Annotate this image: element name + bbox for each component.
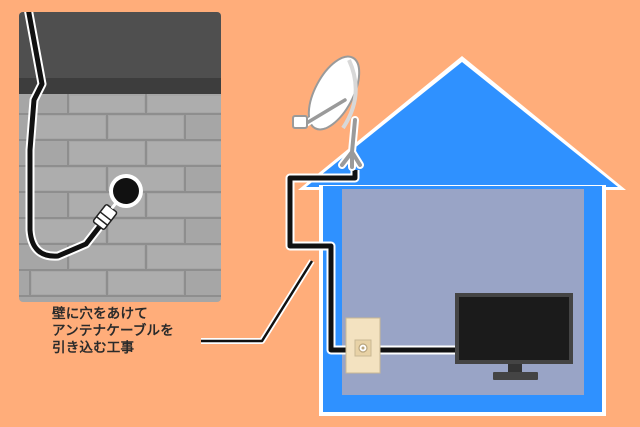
roof-eave: [19, 12, 221, 78]
house-cable: [287, 170, 455, 353]
television-icon: [455, 293, 573, 380]
callout-line: [201, 260, 314, 343]
cable-inset: [25, 12, 103, 259]
roof: [306, 62, 618, 187]
brick-faces: [32, 96, 221, 294]
caption-line-2: アンテナケーブルを: [52, 323, 174, 339]
tv-stand-neck: [508, 364, 522, 373]
wall-closeup-inset: [19, 12, 221, 302]
eave-shadow: [19, 78, 221, 94]
caption-line-1: 壁に穴をあけて: [52, 306, 148, 322]
caption-line-3: 引き込む工事: [52, 340, 135, 356]
satellite-dish-icon: [292, 55, 364, 171]
wall-outlet-icon: [345, 317, 381, 374]
tv-stand-base: [493, 372, 538, 380]
wall-hole: [113, 178, 139, 204]
cable-connector-icon: [92, 202, 118, 230]
tv-screen: [459, 297, 569, 360]
caption-text: 壁に穴をあけて アンテナケーブルを 引き込む工事: [52, 306, 202, 357]
